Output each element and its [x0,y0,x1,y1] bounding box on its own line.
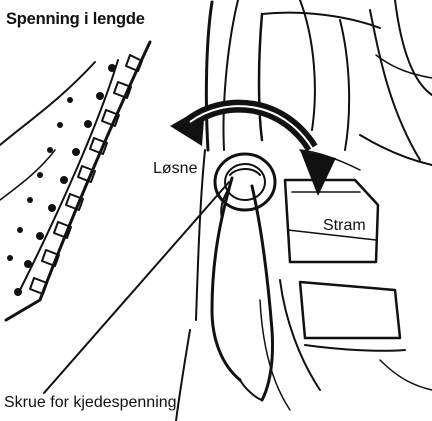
diagram-title: Spenning i lengde [6,11,145,28]
loosen-label: Løsne [153,161,197,177]
chainsaw-body [176,0,432,421]
pointer-line [44,182,229,393]
tension-screw-label: Skrue for kjedespenning [4,395,177,411]
tension-screw [215,154,275,210]
tighten-label: Stram [323,218,366,234]
chain-bar [0,42,150,320]
